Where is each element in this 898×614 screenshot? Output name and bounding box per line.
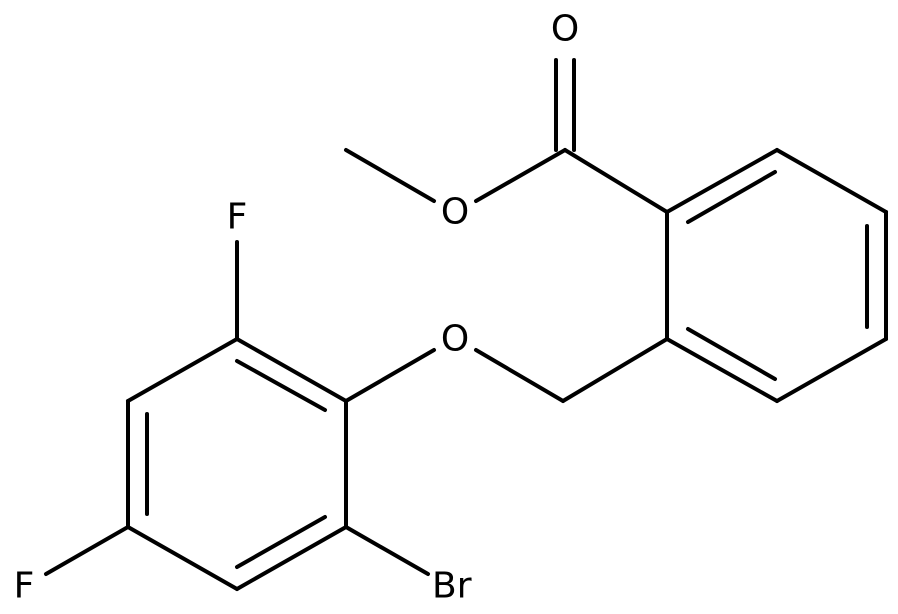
bond-o-ring bbox=[344, 348, 436, 403]
ring1-bond-1-inner bbox=[686, 170, 777, 224]
ring2-bond-4 bbox=[126, 525, 239, 591]
ring2-bond-1-inner bbox=[235, 359, 327, 412]
bond-carbonyl-ring bbox=[563, 148, 669, 214]
ring2-bond-1 bbox=[235, 337, 348, 403]
ring2-bond-5 bbox=[235, 525, 348, 591]
ring1-bond-5-inner bbox=[686, 327, 777, 381]
ring2-bond-2 bbox=[126, 337, 239, 403]
bond-c-f-left bbox=[44, 525, 130, 576]
bond-ring-ch2 bbox=[561, 337, 669, 403]
bond-c-br bbox=[344, 525, 430, 576]
bond-ch2-o bbox=[474, 348, 565, 403]
atom-o-ether: O bbox=[441, 319, 469, 360]
atom-br: Br bbox=[432, 566, 472, 607]
atom-o-carbonyl: O bbox=[551, 9, 579, 50]
ring1-bond-1 bbox=[665, 148, 779, 214]
atom-f-top: F bbox=[227, 197, 248, 238]
atom-labels: O O O F F Br bbox=[14, 9, 580, 607]
atom-o-ester: O bbox=[441, 192, 469, 233]
ring1-bond-4 bbox=[775, 337, 888, 403]
ring1-bond-2 bbox=[775, 148, 888, 214]
bond-methyl-o bbox=[344, 148, 436, 203]
bonds bbox=[44, 58, 888, 591]
ring2-bond-5-inner bbox=[235, 515, 327, 569]
bond-o-carbonyl-c bbox=[474, 148, 567, 203]
ring1-bond-5 bbox=[665, 337, 779, 403]
atom-f-left: F bbox=[14, 566, 35, 607]
